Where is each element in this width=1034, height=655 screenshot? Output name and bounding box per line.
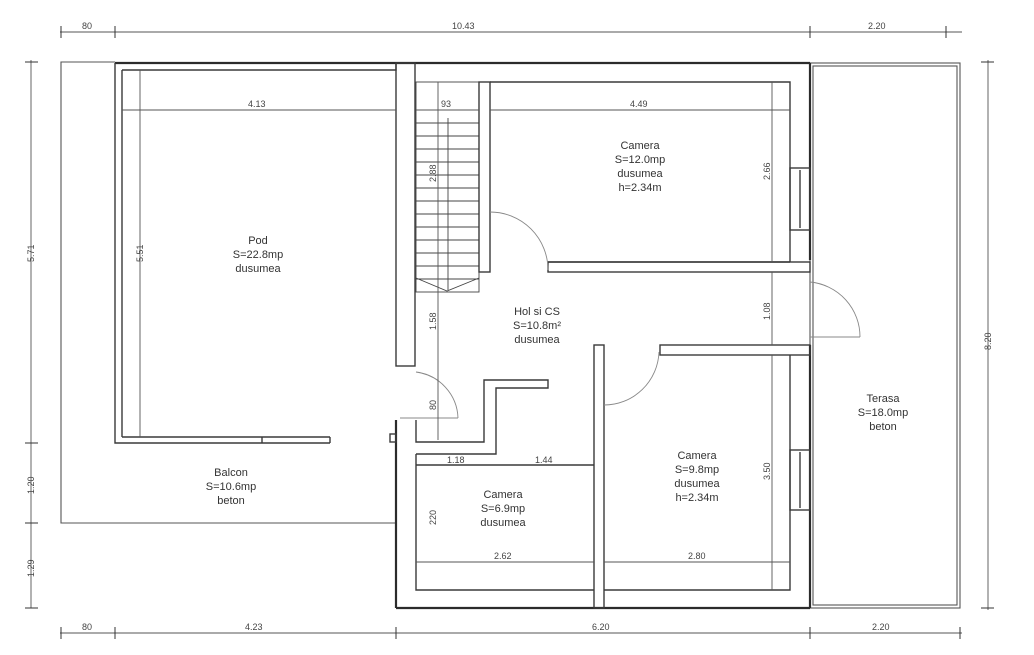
svg-text:Hol si CS: Hol si CS (514, 306, 560, 318)
svg-text:S=10.6mp: S=10.6mp (206, 481, 256, 493)
top-dimension-chain: 80 10.43 2.20 (60, 21, 962, 38)
terrace-outline (809, 62, 961, 609)
svg-text:Terasa: Terasa (866, 393, 900, 405)
dim-bottom-620: 6.20 (592, 622, 610, 632)
dim-left-571: 5.71 (26, 244, 36, 262)
svg-text:S=18.0mp: S=18.0mp (858, 407, 908, 419)
room-label-camera3: Camera S=6.9mp dusumea (480, 489, 526, 529)
dim-stairs-width: 93 (441, 99, 451, 109)
svg-text:Camera: Camera (677, 450, 717, 462)
bottom-dimension-chain: 80 4.23 6.20 2.20 (60, 622, 962, 639)
room-label-pod: Pod S=22.8mp dusumea (233, 235, 283, 275)
svg-text:dusumea: dusumea (480, 517, 526, 529)
dim-hall-height: 1.58 (428, 312, 438, 330)
dim-left-129: 1.29 (26, 559, 36, 577)
dim-right-820: 8.20 (983, 332, 993, 350)
svg-text:S=9.8mp: S=9.8mp (675, 464, 719, 476)
svg-text:S=10.8m²: S=10.8m² (513, 320, 561, 332)
balcony-outline (60, 61, 396, 524)
left-dimension-chain: 5.71 1.20 1.29 (25, 60, 38, 609)
dim-bottom-423: 4.23 (245, 622, 263, 632)
camera1-walls (489, 81, 811, 273)
camera2-walls (593, 344, 811, 609)
svg-text:beton: beton (869, 421, 897, 433)
right-dimension-chain: 8.20 (981, 60, 994, 610)
dim-camera3-top-right: 1.44 (535, 455, 553, 465)
dim-door-width: 80 (428, 400, 438, 410)
svg-text:Pod: Pod (248, 235, 268, 247)
svg-text:dusumea: dusumea (617, 168, 663, 180)
dim-top-80: 80 (82, 21, 92, 31)
room-label-terasa: Terasa S=18.0mp beton (858, 393, 908, 433)
room-label-camera2: Camera S=9.8mp dusumea h=2.34m (674, 450, 720, 504)
exterior-walls (115, 61, 812, 610)
room-label-camera1: Camera S=12.0mp dusumea h=2.34m (615, 140, 665, 194)
dim-left-120: 1.20 (26, 476, 36, 494)
svg-text:Camera: Camera (483, 489, 523, 501)
svg-text:S=22.8mp: S=22.8mp (233, 249, 283, 261)
interior-dimensions: 4.13 5.51 93 2.88 1.58 80 4.49 2.66 1.08… (122, 70, 790, 590)
svg-text:dusumea: dusumea (235, 263, 281, 275)
svg-text:dusumea: dusumea (514, 334, 560, 346)
dim-camera2-height: 3.50 (762, 462, 772, 480)
svg-text:Camera: Camera (620, 140, 660, 152)
pod-walls (114, 62, 416, 444)
svg-text:S=12.0mp: S=12.0mp (615, 154, 665, 166)
dim-camera2-width: 2.80 (688, 551, 706, 561)
svg-text:dusumea: dusumea (674, 478, 720, 490)
dim-camera3-top-left: 1.18 (447, 455, 465, 465)
dim-pod-width: 4.13 (248, 99, 266, 109)
dim-camera1-height: 2.66 (762, 162, 772, 180)
svg-text:Balcon: Balcon (214, 467, 248, 479)
dim-top-1043: 10.43 (452, 21, 475, 31)
svg-text:h=2.34m: h=2.34m (618, 182, 661, 194)
dim-bottom-80: 80 (82, 622, 92, 632)
dim-pod-height: 5.51 (135, 244, 145, 262)
room-label-balcon: Balcon S=10.6mp beton (206, 467, 256, 507)
dim-camera1-width: 4.49 (630, 99, 648, 109)
svg-text:beton: beton (217, 495, 245, 507)
dim-camera3-width: 2.62 (494, 551, 512, 561)
dim-bottom-220: 2.20 (872, 622, 890, 632)
svg-text:h=2.34m: h=2.34m (675, 492, 718, 504)
staircase (415, 81, 491, 293)
dim-camera3-height: 220 (428, 510, 438, 525)
hall-walls (389, 371, 594, 591)
svg-text:S=6.9mp: S=6.9mp (481, 503, 525, 515)
terrace-door (809, 281, 861, 338)
dim-top-220: 2.20 (868, 21, 886, 31)
dim-corridor-width: 1.08 (762, 302, 772, 320)
room-label-hol: Hol si CS S=10.8m² dusumea (513, 306, 561, 346)
dim-stairs-length: 2.88 (428, 164, 438, 182)
